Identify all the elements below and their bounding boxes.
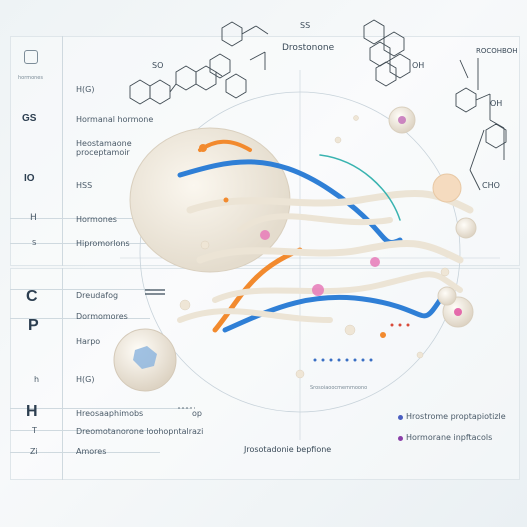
row-key-s: S — [32, 239, 37, 247]
row-label-hreosaaphimobs: Hreosaaphimobs — [76, 409, 144, 418]
row-key-h-large: H — [26, 403, 38, 420]
legend-dot-1 — [398, 415, 403, 420]
right-formula-label: ROCOHBOH — [476, 47, 518, 55]
row-label-amores: Amores — [76, 447, 107, 456]
oh-label-top: OH — [412, 61, 425, 70]
op-note: op — [192, 409, 202, 418]
row-key-t: T — [32, 426, 37, 435]
hormone-logo-icon — [24, 50, 38, 64]
left-column-divider-bottom — [62, 268, 63, 480]
row-label-hipromorlons: Hipromorlons — [76, 239, 130, 248]
row-key-p: P — [28, 317, 39, 334]
legend-label-1: Hrostrome proptapiotizle — [406, 412, 506, 421]
row-line-7 — [10, 452, 160, 453]
row-label-harpo: Harpo — [76, 337, 101, 346]
row-line-3 — [10, 289, 150, 290]
row-label-dreomotanorone: Dreomotanorone loohopntalrazi — [76, 427, 204, 436]
row-line-5 — [10, 408, 190, 409]
legend-dot-2 — [398, 436, 403, 441]
row-key-h: H — [30, 213, 37, 223]
row-line-2 — [10, 243, 150, 244]
row-key-h-small: h — [34, 375, 40, 384]
h-top-note: H(G) — [76, 85, 95, 94]
row-key-c: C — [26, 288, 38, 305]
row-line-6 — [10, 430, 160, 431]
row-label-heostamaone: Heostamaone proceptamoir — [76, 139, 132, 157]
oh-label-right: OH — [490, 99, 503, 108]
so-label: SO — [152, 61, 164, 70]
row-label-dreudafog: Dreudafog — [76, 291, 119, 300]
row-line-4 — [10, 318, 150, 319]
legend-label-2: Hormorane inpftacols — [406, 433, 493, 442]
row-key-io: IO — [24, 173, 35, 184]
cho-label: CHO — [482, 181, 500, 190]
bottom-caption: Jrosotadonie bepfione — [244, 445, 332, 454]
left-column-divider-top — [62, 36, 63, 266]
row-key-zi: Zi — [30, 447, 38, 456]
drostonone-title: Drostonone — [282, 43, 335, 53]
center-caption: Srosoiaoocmemmoono — [310, 385, 368, 391]
row-label-dormomores: Dormomores — [76, 312, 128, 321]
row-label-hss: HSS — [76, 181, 93, 190]
row-label-hormones: Hormones — [76, 215, 117, 224]
row-label-hormanal: Hormanal hormone — [76, 115, 154, 124]
row-key-gs: GS — [22, 113, 37, 124]
row-label-hg: H(G) — [76, 375, 95, 384]
formula-ss-label: SS — [300, 21, 311, 30]
logo-caption: hormones — [18, 75, 43, 81]
row-line-1 — [10, 218, 150, 219]
